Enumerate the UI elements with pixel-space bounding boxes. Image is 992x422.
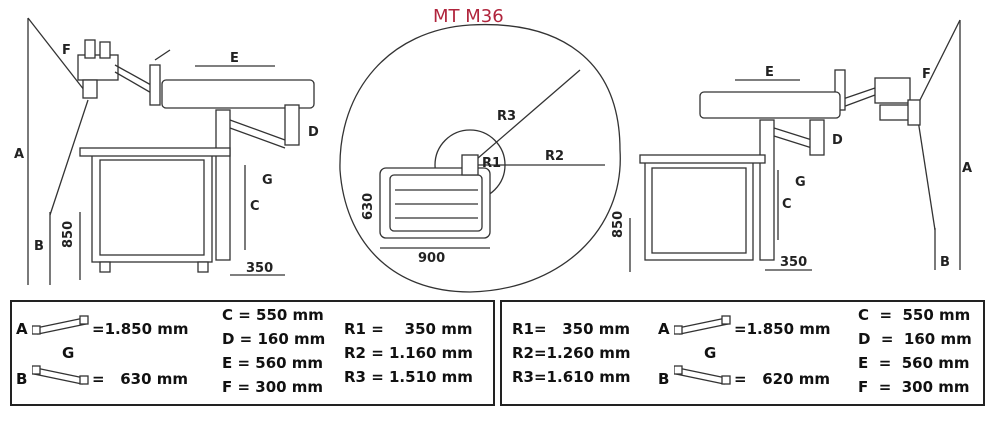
dimension-label: G xyxy=(262,173,273,188)
arm-b-label: B xyxy=(658,370,670,388)
dimension-label: 850 xyxy=(611,211,626,238)
dimension-label: D xyxy=(832,133,843,148)
arm-g-label: G xyxy=(704,344,717,362)
dimension-label: C xyxy=(782,197,792,212)
dimension-label: F xyxy=(922,67,931,82)
dimension-label: F xyxy=(62,43,71,58)
arm-a-label: A xyxy=(658,320,670,338)
dimension-label: D xyxy=(308,125,319,140)
arm-a-icon xyxy=(674,315,731,335)
left-machine: F E A D G C B 850 350 xyxy=(14,17,319,285)
arm-b-label: B xyxy=(16,370,28,388)
dimension-label: 850 xyxy=(61,221,76,248)
dimension-label: R1 xyxy=(482,156,501,171)
dimension-label: G xyxy=(795,175,806,190)
spec-r2: R2=1.260 mm xyxy=(512,344,631,362)
arm-g-label: G xyxy=(62,344,75,362)
right-machine: E F D A G C 850 350 B xyxy=(611,19,972,272)
arm-b-icon xyxy=(32,365,89,385)
dimension-label: A xyxy=(14,147,24,162)
arm-b-value: = 630 mm xyxy=(92,370,189,388)
dimension-label: E xyxy=(230,51,239,66)
dimension-label: 630 xyxy=(361,193,376,220)
center-top-view: R3 R1 R2 630 900 xyxy=(339,23,621,293)
spec-r3: R3 = 1.510 mm xyxy=(344,368,473,386)
right-spec-table: R1= 350 mm R2=1.260 mm R3=1.610 mm A =1.… xyxy=(500,300,985,406)
dimension-label: 350 xyxy=(246,261,273,276)
dimension-label: 900 xyxy=(418,251,445,266)
left-spec-table: A =1.850 mm G B = 630 mm C = 550 mm D = … xyxy=(10,300,495,406)
spec-r3: R3=1.610 mm xyxy=(512,368,631,386)
spec-e: E = 560 mm xyxy=(222,354,324,372)
arm-a-value: =1.850 mm xyxy=(92,320,189,338)
spec-f: F = 300 mm xyxy=(858,378,970,396)
spec-d: D = 160 mm xyxy=(222,330,326,348)
arm-a-label: A xyxy=(16,320,28,338)
dimension-label: R2 xyxy=(545,149,564,164)
arm-a-icon xyxy=(32,315,89,335)
spec-c: C = 550 mm xyxy=(222,306,324,324)
spec-r2: R2 = 1.160 mm xyxy=(344,344,473,362)
arm-b-value: = 620 mm xyxy=(734,370,831,388)
arm-a-value: =1.850 mm xyxy=(734,320,831,338)
spec-e: E = 560 mm xyxy=(858,354,970,372)
diagram-title: MT M36 xyxy=(433,6,504,27)
spec-r1: R1 = 350 mm xyxy=(344,320,473,338)
dimension-label: E xyxy=(765,65,774,80)
spec-d: D = 160 mm xyxy=(858,330,972,348)
arm-b-icon xyxy=(674,365,731,385)
dimension-label: B xyxy=(940,255,950,270)
dimension-label: B xyxy=(34,239,44,254)
spec-f: F = 300 mm xyxy=(222,378,324,396)
dimension-label: C xyxy=(250,199,260,214)
dimension-label: 350 xyxy=(780,255,807,270)
spec-c: C = 550 mm xyxy=(858,306,971,324)
dimension-label: A xyxy=(962,161,972,176)
technical-drawing: F E A D G C B 850 350 R3 R1 R2 630 900 xyxy=(14,17,972,293)
spec-r1: R1= 350 mm xyxy=(512,320,631,338)
dimension-label: R3 xyxy=(497,109,516,124)
